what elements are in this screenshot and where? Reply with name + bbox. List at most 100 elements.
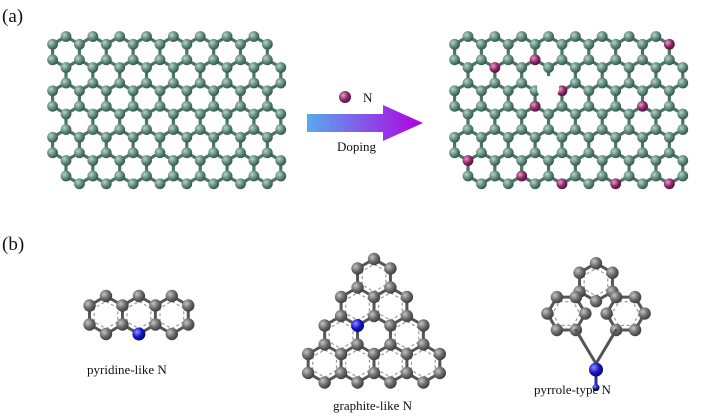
carbon-atom: [208, 178, 220, 190]
doping-arrow: [307, 105, 423, 141]
carbon-atom: [248, 62, 260, 73]
carbon-atom: [334, 290, 348, 304]
carbon-atom: [248, 77, 260, 89]
aromatic-ring: [328, 320, 354, 350]
carbon-atom: [127, 147, 139, 159]
carbon-atom: [165, 327, 179, 341]
carbon-atom: [596, 31, 608, 42]
aromatic-ring: [93, 300, 119, 330]
carbon-atom: [610, 85, 622, 97]
carbon-atom: [569, 31, 581, 42]
doping-arrow-label: Doping: [337, 139, 377, 154]
carbon-atom: [114, 124, 126, 135]
carbon-atom: [47, 100, 58, 112]
nitrogen-atom: [529, 54, 541, 66]
carbon-atom: [637, 178, 648, 190]
carbon-atom: [114, 77, 126, 89]
carbon-atom: [87, 124, 99, 135]
carbon-atom: [275, 170, 287, 182]
carbon-atom: [462, 31, 474, 42]
carbon-atom: [194, 170, 206, 182]
carbon-atom: [476, 100, 487, 112]
carbon-atom: [476, 54, 487, 66]
carbon-atom: [248, 31, 260, 42]
carbon-atom: [181, 131, 193, 143]
n-doped-graphene-lattice: [449, 31, 689, 190]
carbon-atom: [47, 54, 58, 66]
carbon-atom: [569, 77, 581, 89]
carbon-atom: [583, 100, 595, 112]
carbon-atom: [141, 31, 152, 42]
carbon-atom: [606, 266, 619, 279]
carbon-atom: [149, 299, 162, 312]
carbon-atom: [650, 77, 662, 89]
carbon-atom: [261, 178, 273, 190]
carbon-atom: [623, 170, 635, 182]
carbon-atom: [650, 62, 662, 73]
carbon-atom: [596, 62, 608, 73]
carbon-atom: [127, 85, 139, 97]
carbon-atom: [529, 178, 541, 190]
carbon-atom: [462, 124, 474, 135]
carbon-atom: [74, 100, 85, 112]
carbon-atom: [529, 131, 541, 143]
carbon-atom: [663, 54, 675, 66]
caption-pyridine-like: pyridine-like N: [87, 362, 167, 377]
carbon-atom: [208, 131, 220, 143]
carbon-atom: [351, 376, 364, 389]
carbon-atom: [476, 85, 487, 97]
carbon-atom: [221, 31, 233, 42]
carbon-atom: [543, 155, 554, 166]
carbon-atom: [462, 77, 474, 89]
carbon-atom: [650, 108, 662, 120]
caption-pyrrole-type: pyrrole-type N: [534, 382, 612, 397]
carbon-atom: [100, 100, 112, 112]
carbon-atom: [610, 131, 622, 143]
carbon-atom: [248, 170, 260, 182]
carbon-atom: [154, 178, 166, 190]
panel-a-label: (a): [2, 6, 23, 27]
carbon-atom: [100, 54, 112, 66]
carbon-atom: [583, 54, 595, 66]
carbon-atom: [154, 54, 166, 66]
carbon-atom: [502, 178, 514, 190]
carbon-atom: [165, 289, 179, 303]
carbon-atom: [516, 108, 528, 120]
lattice-bonds: [50, 34, 283, 186]
carbon-atom: [367, 252, 381, 266]
carbon-atom: [400, 309, 414, 323]
carbon-atom: [141, 124, 152, 135]
carbon-atom: [489, 108, 501, 120]
carbon-atom: [114, 62, 126, 73]
carbon-atom: [650, 124, 662, 135]
carbon-atom: [221, 124, 233, 135]
carbon-atom: [334, 366, 348, 380]
carbon-atom: [261, 100, 273, 112]
carbon-atom: [141, 108, 152, 120]
carbon-atom: [449, 38, 460, 50]
carbon-atom: [83, 318, 96, 331]
carbon-atom: [556, 100, 568, 112]
carbon-atom: [476, 38, 487, 50]
carbon-atom: [167, 108, 179, 120]
carbon-atom: [623, 155, 635, 166]
aromatic-ring: [552, 301, 581, 326]
carbon-atom: [182, 318, 195, 331]
carbon-atom: [114, 31, 126, 42]
carbon-atom: [476, 178, 487, 190]
c-n-bond: [594, 328, 618, 366]
carbon-atom: [87, 170, 99, 182]
nitrogen-legend-label: N: [363, 90, 373, 105]
carbon-atom: [623, 108, 635, 120]
carbon-atom: [550, 290, 564, 304]
carbon-atom: [181, 147, 193, 159]
carbon-atom: [74, 38, 85, 50]
carbon-atom: [154, 38, 166, 50]
carbon-atom: [275, 124, 287, 135]
carbon-atom: [449, 85, 460, 97]
carbon-atom: [600, 307, 613, 320]
carbon-atom: [609, 290, 623, 304]
carbon-atom: [87, 31, 99, 42]
carbon-atom: [60, 124, 72, 135]
